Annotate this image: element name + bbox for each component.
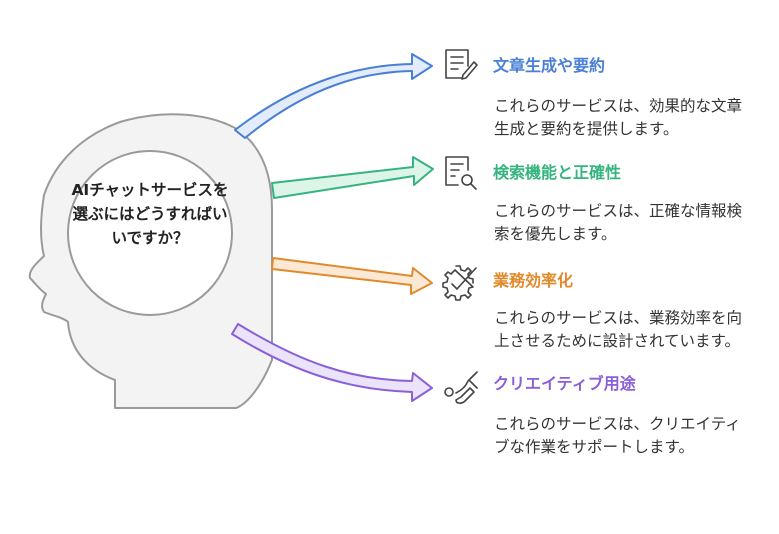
- item-title-search: 検索機能と正確性: [493, 163, 622, 182]
- item-desc-creative: これらのサービスは、クリエイティブな作業をサポートします。: [494, 415, 741, 456]
- item-title-creative: クリエイティブ用途: [493, 374, 636, 393]
- head-circle: [67, 150, 233, 316]
- arrow-1: [234, 53, 433, 139]
- item-desc-efficiency: これらのサービスは、業務効率を向上させるために設計されています。: [494, 309, 743, 350]
- item-title-summary: 文章生成や要約: [493, 56, 606, 75]
- item-title-efficiency: 業務効率化: [493, 271, 574, 290]
- paintbrush-icon: [444, 371, 478, 404]
- item-desc-summary: これらのサービスは、効果的な文章生成と要約を提供します。: [494, 97, 743, 138]
- document-pen-icon: [445, 49, 478, 80]
- item-desc-search: これらのサービスは、正確な情報検索を優先します。: [494, 202, 743, 243]
- arrow-3: [271, 257, 433, 295]
- document-search-icon: [445, 156, 477, 190]
- center-question: AIチャットサービスを選ぶにはどうすればいいですか？: [71, 181, 229, 247]
- arrow-4: [231, 323, 433, 402]
- arrow-2: [271, 156, 434, 199]
- gear-check-icon: [442, 265, 477, 301]
